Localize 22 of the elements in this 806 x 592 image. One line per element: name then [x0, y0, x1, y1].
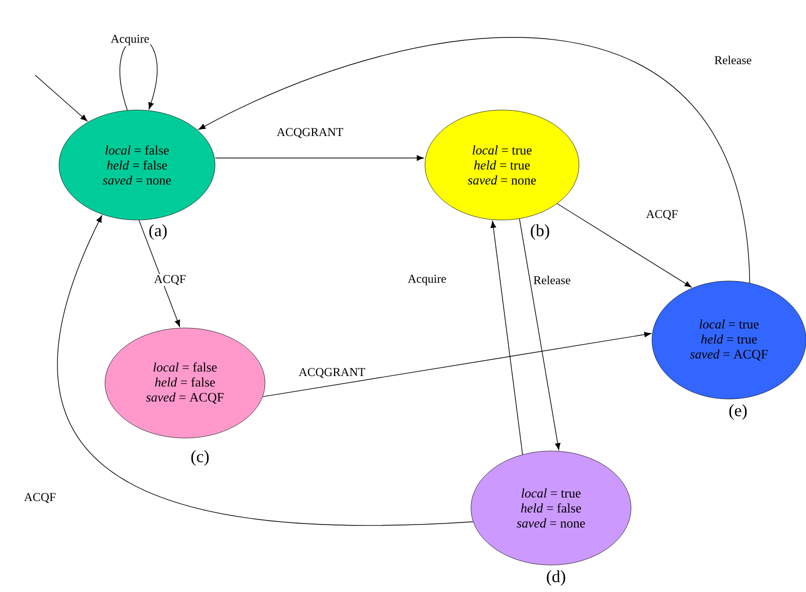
arrow: [214, 155, 424, 161]
edge-label: Acquire: [110, 34, 150, 46]
state-letter: (c): [191, 450, 209, 466]
edge-label: ACQGRANT: [298, 367, 366, 379]
edge-label: ACQF: [23, 492, 57, 504]
state-letter: (e): [729, 404, 747, 420]
edge-label: ACQF: [645, 209, 679, 221]
arrow: [556, 203, 692, 288]
arrow: [262, 332, 652, 398]
edge-label: ACQGRANT: [276, 127, 344, 139]
arrow: [57, 215, 474, 526]
state-letter: (a): [149, 224, 167, 240]
arrow: [490, 220, 523, 455]
state-letter: (b): [530, 224, 550, 240]
arrow: [34, 74, 88, 122]
edge-label: Release: [713, 54, 753, 66]
state-letter: (d): [546, 570, 566, 586]
edge-label: ACQF: [153, 274, 187, 286]
arrow: [519, 218, 560, 450]
edge-label: Acquire: [406, 274, 448, 286]
edge-label: Release: [532, 274, 572, 286]
arrow: [138, 220, 180, 327]
